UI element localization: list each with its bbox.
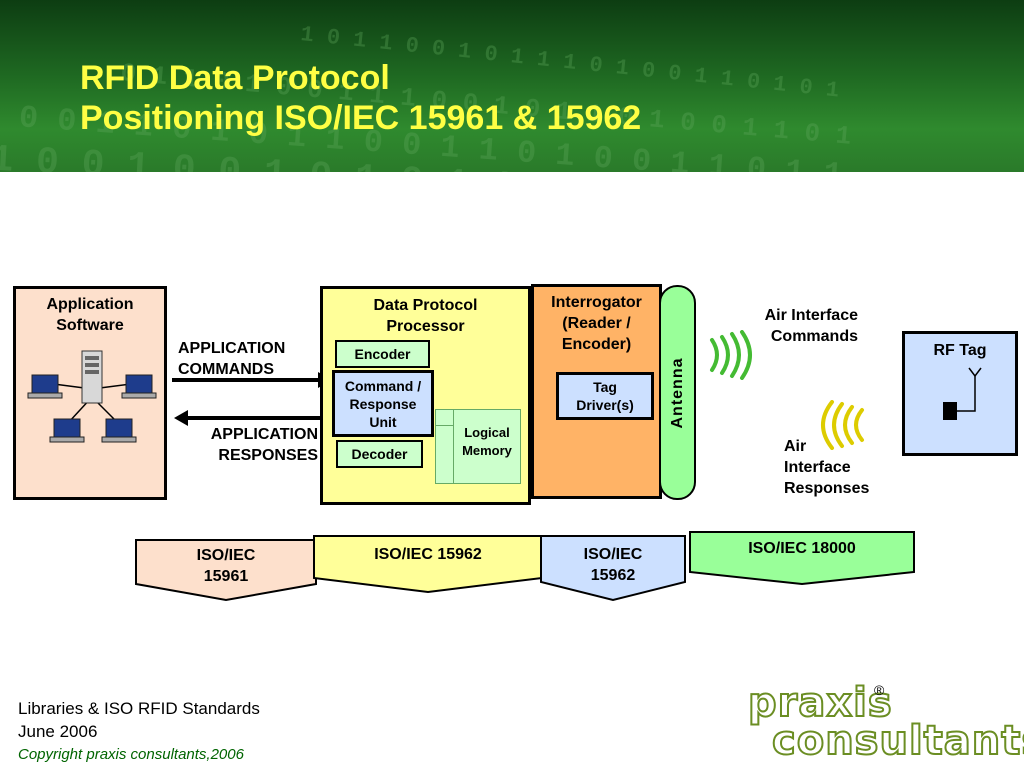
page-title: RFID Data Protocol Positioning ISO/IEC 1…	[80, 58, 641, 138]
header-banner: 1 0 1 1 0 0 1 0 1 1 1 0 1 0 0 1 1 0 1 0 …	[0, 0, 1024, 172]
rf-tag-box: RF Tag	[902, 331, 1018, 456]
network-computers-icon	[27, 350, 157, 443]
air-interface-commands-waves-icon	[710, 330, 752, 380]
standard-label-3: ISO/IEC 18000	[748, 540, 856, 557]
footer-line-2: June 2006	[18, 722, 98, 741]
standard-banner-iso-18000	[689, 531, 915, 586]
footer-line-1: Libraries & ISO RFID Standards	[18, 699, 260, 718]
antenna-box: Antenna	[659, 285, 696, 500]
logo-text-consultants: consultants	[771, 717, 1024, 765]
standard-banner-iso-15961	[135, 539, 317, 602]
decoder-box: Decoder	[336, 440, 423, 468]
command-response-unit-box: Command / Response Unit	[332, 370, 434, 437]
application-responses-arrow	[174, 410, 320, 426]
title-line-1: RFID Data Protocol	[80, 59, 390, 97]
standard-label-1: ISO/IEC 15962	[374, 546, 482, 563]
application-software-label-1: Application	[46, 296, 134, 313]
air-interface-commands-label: Air Interface Commands	[764, 307, 858, 345]
logo-text-praxis: praxis	[747, 679, 893, 727]
standard-banner-iso-15962-middle	[313, 535, 543, 594]
tag-driver-box: Tag Driver(s)	[556, 372, 654, 420]
application-responses-label: APPLICATION RESPONSES	[210, 426, 318, 464]
application-commands-label: APPLICATION COMMANDS	[178, 340, 286, 378]
logical-memory-box: Logical Memory	[435, 409, 521, 484]
air-interface-responses-label: Air Interface Responses	[784, 438, 870, 497]
praxis-consultants-logo: praxis ® consultants	[747, 679, 1024, 765]
dpp-title-2: Processor	[386, 318, 465, 335]
footer-copyright: Copyright praxis consultants,2006	[18, 746, 244, 763]
logo-registered-mark: ®	[874, 682, 885, 698]
footer-text: Libraries & ISO RFID Standards June 2006…	[18, 697, 260, 766]
encoder-box: Encoder	[335, 340, 430, 368]
standard-banner-iso-15962-right	[540, 535, 686, 602]
application-software-box: Application Software	[13, 286, 167, 500]
rf-tag-label: RF Tag	[933, 342, 987, 359]
title-line-2: Positioning ISO/IEC 15961 & 15962	[80, 99, 642, 137]
application-software-label-2: Software	[56, 317, 124, 334]
binary-digits-background: 1 0 1 1 0 0 1 0 1 1 1 0 1 0 0 1 1 0 1 0 …	[0, 22, 971, 172]
dpp-title-1: Data Protocol	[373, 297, 478, 314]
air-interface-responses-waves-icon	[821, 400, 864, 450]
rf-tag-chip-icon	[943, 367, 982, 420]
